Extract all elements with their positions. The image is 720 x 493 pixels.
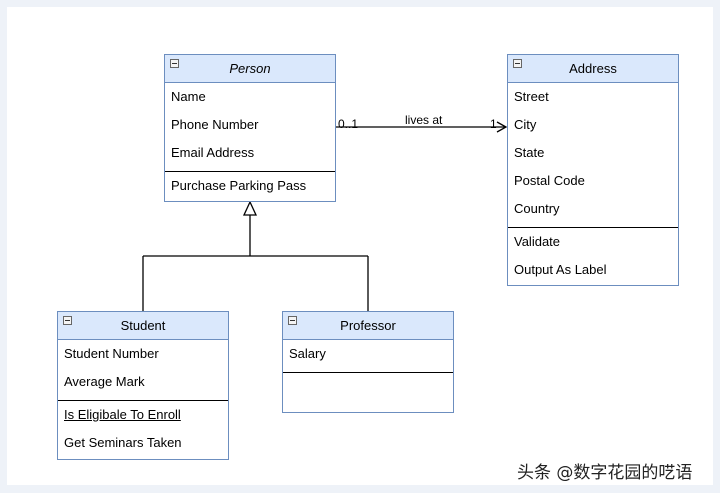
attribute-country: Country [514,201,560,216]
attribute-city: City [514,117,537,132]
collapse-icon[interactable] [513,59,522,68]
operation-output-as-label: Output As Label [514,262,607,277]
class-person[interactable]: Person Name Phone Number Email Address P… [164,54,336,202]
class-student-header[interactable]: Student [58,312,228,340]
attribute-phone-number: Phone Number [171,117,259,132]
attribute-postal-code: Postal Code [514,173,585,188]
compartment-divider [283,372,453,373]
class-person-name: Person [229,61,271,76]
generalization-triangle [242,200,258,216]
source-multiplicity: 0..1 [338,117,359,131]
attribute-salary: Salary [289,346,326,361]
collapse-icon[interactable] [63,316,72,325]
attribute-student-number: Student Number [64,346,159,361]
class-address-header[interactable]: Address [508,55,678,83]
collapse-icon[interactable] [288,316,297,325]
association-label: lives at [405,113,443,127]
operation-purchase-parking-pass: Purchase Parking Pass [171,178,307,193]
compartment-divider [165,171,335,172]
operation-get-seminars-taken: Get Seminars Taken [64,435,182,450]
compartment-divider [58,400,228,401]
attribute-state: State [514,145,545,160]
attribute-street: Street [514,89,549,104]
association-arrowhead [496,121,508,133]
class-person-header[interactable]: Person [165,55,335,83]
collapse-icon[interactable] [170,59,179,68]
attribute-email-address: Email Address [171,145,255,160]
class-professor[interactable]: Professor Salary [282,311,454,413]
operation-validate: Validate [514,234,561,249]
attribute-average-mark: Average Mark [64,374,145,389]
class-student[interactable]: Student Student Number Average Mark Is E… [57,311,229,460]
compartment-divider [508,227,678,228]
class-address[interactable]: Address Street City State Postal Code Co… [507,54,679,286]
operation-is-eligible-to-enroll: Is Eligibale To Enroll [64,407,181,422]
attribute-name: Name [171,89,206,104]
class-student-name: Student [120,318,166,333]
class-professor-name: Professor [340,318,396,333]
watermark: 头条 @数字花园的呓语 [517,463,693,483]
target-multiplicity: 1 [490,117,497,131]
class-address-name: Address [569,61,617,76]
class-professor-header[interactable]: Professor [283,312,453,340]
